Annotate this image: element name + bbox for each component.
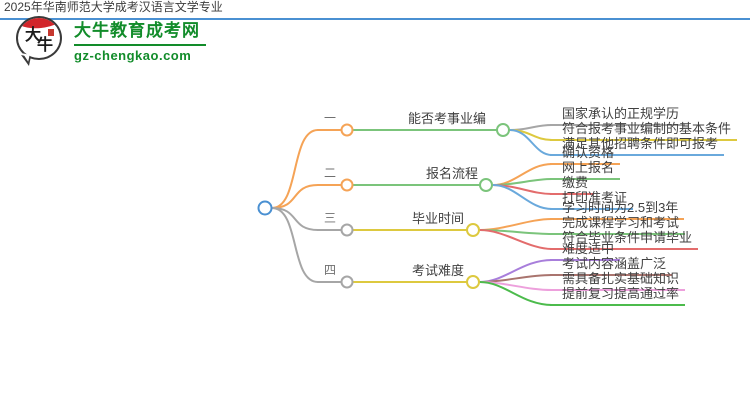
branch-4-child-2: 考试内容涵盖广泛 xyxy=(550,256,673,276)
child-curve xyxy=(479,218,553,231)
topic-circle xyxy=(466,223,480,237)
branch-4-index: 四 xyxy=(324,263,337,277)
branch-1-index: 一 xyxy=(324,111,337,125)
branch-2-child-4: 打印准考证 xyxy=(550,190,634,210)
branch-2-child-3: 缴费 xyxy=(550,175,595,195)
root-circle xyxy=(257,200,273,216)
logo-character: 大 xyxy=(25,27,42,44)
branch-4-child-4: 提前复习提高通过率 xyxy=(550,286,686,306)
child-curve xyxy=(479,281,553,306)
branch-2-index: 二 xyxy=(324,166,337,180)
child-curve xyxy=(509,129,553,156)
index-circle xyxy=(340,178,354,192)
branch-4-topic: 考试难度 xyxy=(412,263,465,278)
branch-curve xyxy=(271,207,319,231)
topic-circle xyxy=(479,178,493,192)
branch-3-child-1: 学习时间为2.5到3年 xyxy=(550,200,685,220)
branch-1-topic: 能否考事业编 xyxy=(408,111,487,126)
red-seal-icon xyxy=(48,29,54,36)
mindmap-root: 2025年华南师范大学成考汉语言文学专业 xyxy=(0,0,750,20)
branch-curve xyxy=(271,207,319,283)
branch-1-child-1: 国家承认的正规学历 xyxy=(550,106,686,126)
child-curve xyxy=(492,178,553,186)
branch-3-child-2: 完成课程学习和考试 xyxy=(550,215,686,235)
child-curve xyxy=(509,124,553,131)
site-title: 大牛教育成考网 xyxy=(74,21,200,40)
logo-character: 牛 xyxy=(37,37,54,54)
branch-curve xyxy=(271,184,319,209)
branch-curve xyxy=(271,129,319,209)
child-curve xyxy=(492,184,553,210)
branch-4-child-1: 难度适中 xyxy=(550,241,621,261)
logo-bubble-icon: 大 牛 xyxy=(16,16,62,66)
branch-4-child-3: 需具备扎实基础知识 xyxy=(550,271,686,291)
child-curve xyxy=(479,229,553,250)
branch-1-child-3: 满足其他招聘条件即可报考 xyxy=(550,136,725,156)
site-domain: gz-chengkao.com xyxy=(74,48,192,63)
child-curve xyxy=(479,274,553,283)
branch-2-topic: 报名流程 xyxy=(426,166,479,181)
branch-3-child-3: 符合毕业条件申请毕业 xyxy=(550,230,699,250)
logo-divider xyxy=(74,44,206,46)
index-circle xyxy=(340,275,354,289)
branch-2-child-1: 确认资格 xyxy=(550,145,621,165)
branch-3-index: 三 xyxy=(324,211,337,225)
topic-circle xyxy=(496,123,510,137)
topic-circle xyxy=(466,275,480,289)
branch-3-topic: 毕业时间 xyxy=(412,211,465,226)
branch-2-child-2: 网上报名 xyxy=(550,160,621,180)
branch-1-child-2: 符合报考事业编制的基本条件 xyxy=(550,121,738,141)
site-logo[interactable]: 大 牛 大牛教育成考网 gz-chengkao.com xyxy=(16,14,276,72)
index-circle xyxy=(340,223,354,237)
index-circle xyxy=(340,123,354,137)
